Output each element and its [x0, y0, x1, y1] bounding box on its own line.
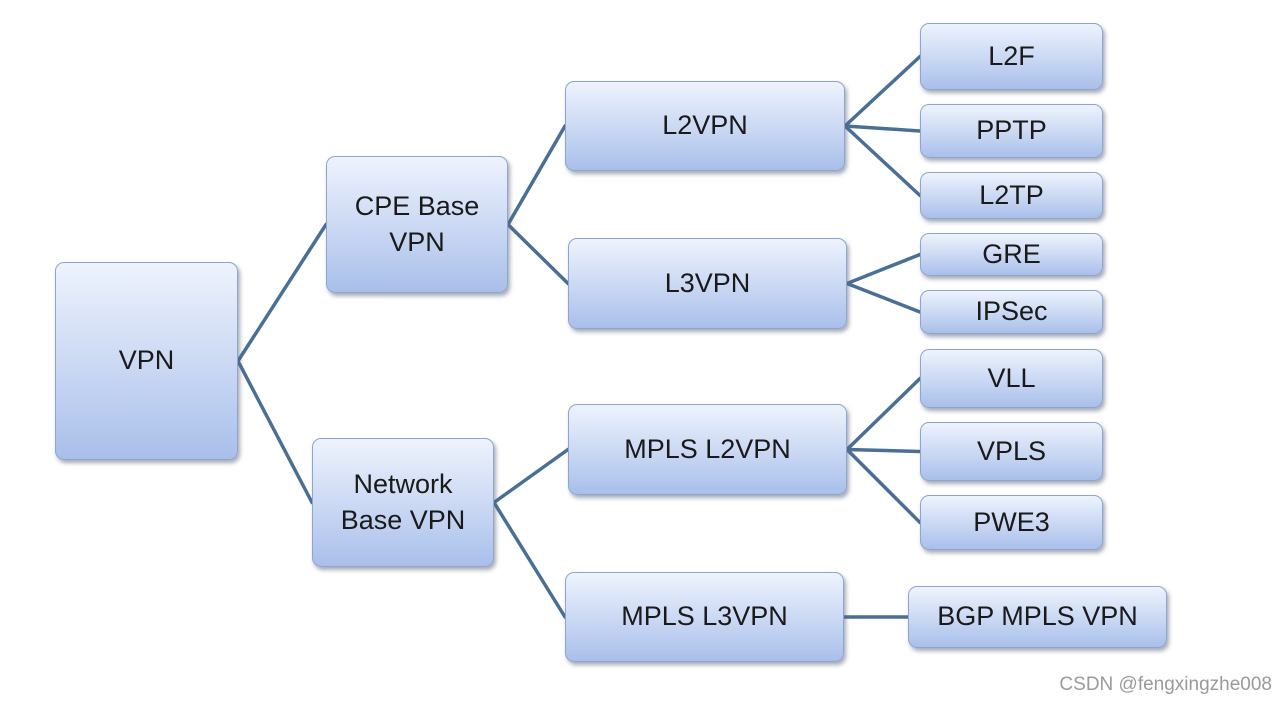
connector-l3vpn-to-gre — [845, 252, 922, 286]
connector-mpls_l2vpn-to-pwe3 — [845, 447, 922, 525]
connector-mpls_l2vpn-to-vpls — [845, 447, 922, 454]
connector-l2vpn-to-l2f — [843, 54, 922, 128]
node-vll: VLL — [920, 349, 1103, 408]
node-l2vpn: L2VPN — [565, 81, 845, 171]
connector-vpn-to-cpe_base_vpn — [236, 222, 328, 363]
connector-l2vpn-to-l2tp — [843, 124, 922, 198]
node-network-base-vpn: Network Base VPN — [312, 438, 494, 567]
node-mpls-l3vpn: MPLS L3VPN — [565, 572, 844, 662]
node-bgp-mpls-vpn: BGP MPLS VPN — [908, 586, 1167, 648]
connector-cpe_base_vpn-to-l3vpn — [506, 222, 570, 286]
node-ipsec: IPSec — [920, 290, 1103, 334]
connector-l3vpn-to-ipsec — [845, 281, 922, 314]
node-l3vpn: L3VPN — [568, 238, 847, 329]
connector-network_base_vpn-to-mpls_l2vpn — [492, 447, 570, 505]
connector-network_base_vpn-to-mpls_l3vpn — [492, 500, 567, 619]
connector-l2vpn-to-pptp — [843, 124, 922, 133]
node-l2tp: L2TP — [920, 172, 1103, 219]
node-mpls-l2vpn: MPLS L2VPN — [568, 404, 847, 495]
node-vpn: VPN — [55, 262, 238, 460]
connector-vpn-to-network_base_vpn — [236, 359, 314, 505]
node-gre: GRE — [920, 233, 1103, 276]
node-l2f: L2F — [920, 23, 1103, 90]
node-pptp: PPTP — [920, 104, 1103, 158]
connector-mpls_l2vpn-to-vll — [845, 376, 922, 452]
connector-cpe_base_vpn-to-l2vpn — [506, 124, 567, 227]
node-pwe3: PWE3 — [920, 495, 1103, 550]
watermark-text: CSDN @fengxingzhe008 — [1059, 674, 1272, 695]
node-cpe-base-vpn: CPE Base VPN — [326, 156, 508, 293]
node-vpls: VPLS — [920, 422, 1103, 481]
